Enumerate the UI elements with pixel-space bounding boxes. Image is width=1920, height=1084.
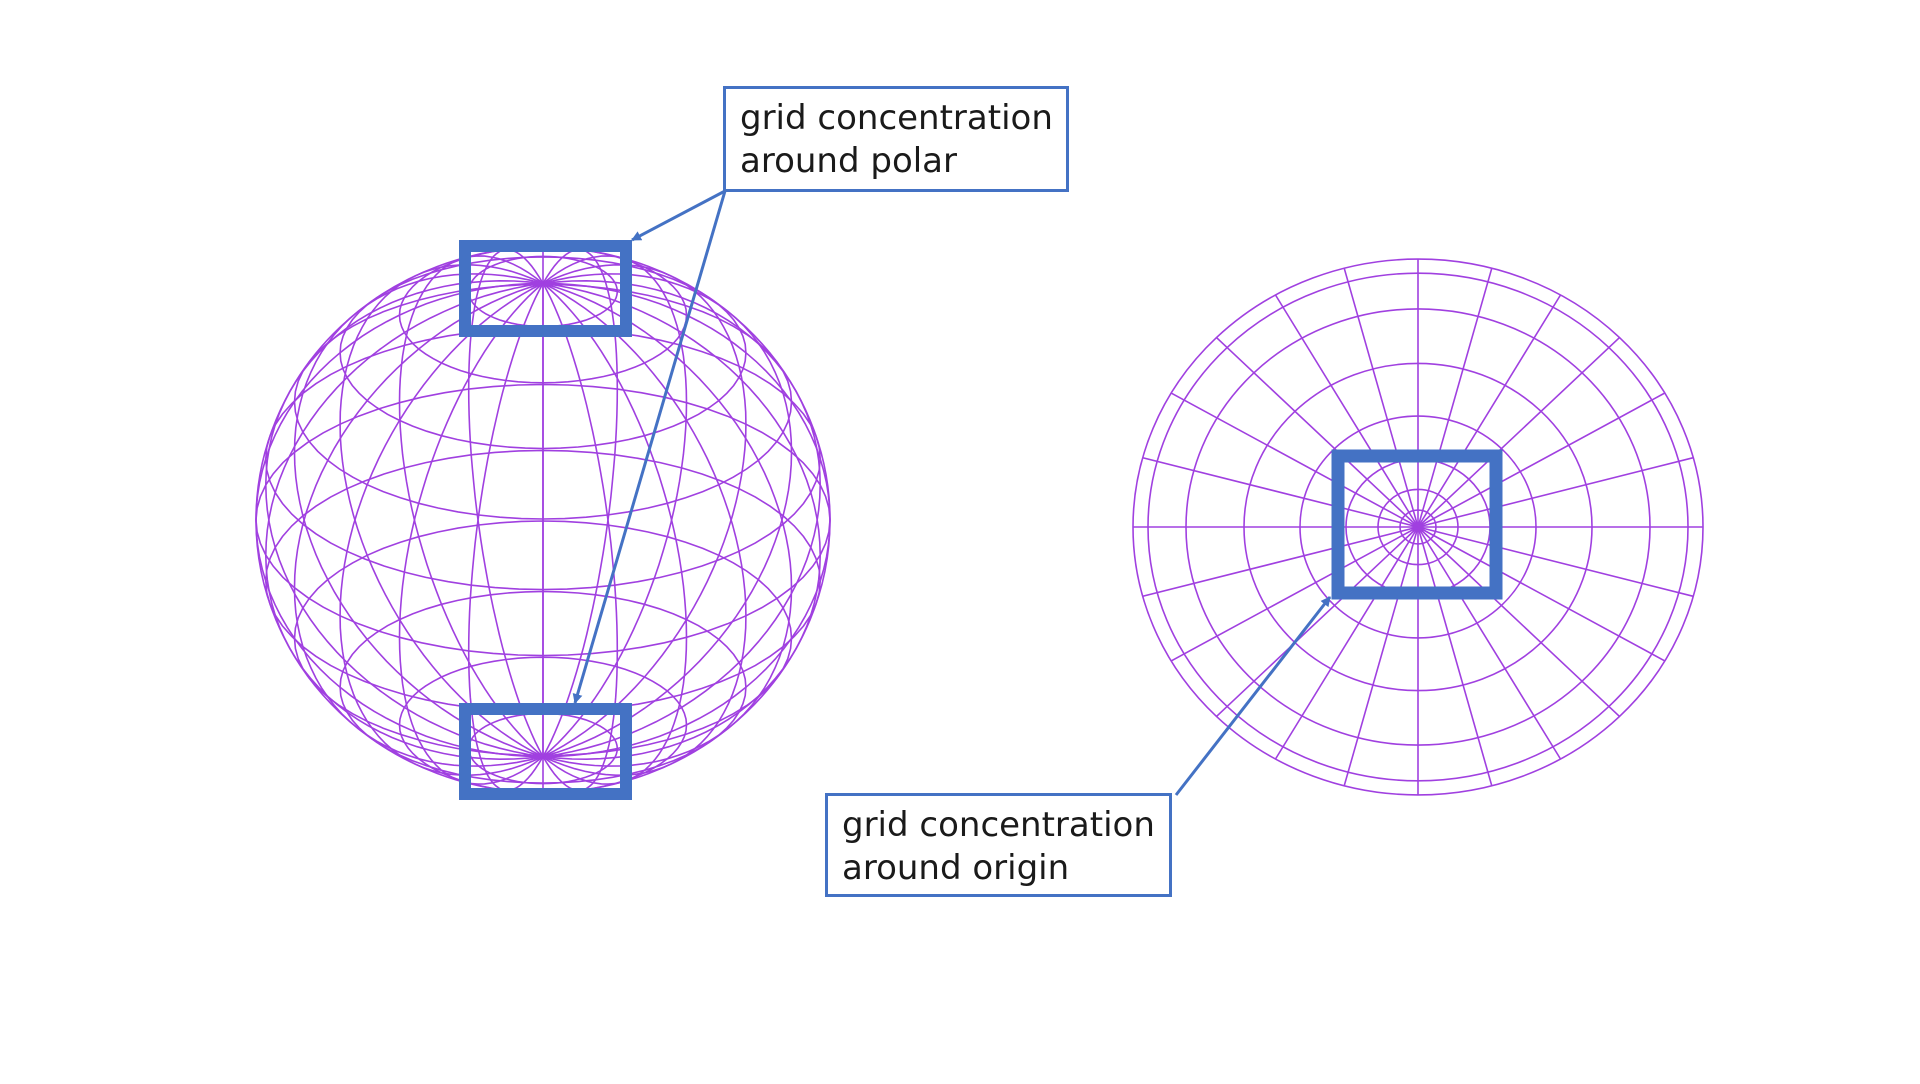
disk-spoke <box>1417 526 1562 760</box>
sphere-meridian <box>264 279 544 758</box>
disk-spoke <box>1170 392 1419 528</box>
disk-spoke <box>1343 526 1419 787</box>
sphere-meridian <box>264 282 544 761</box>
disk-spoke <box>1417 526 1666 662</box>
callout-polar-line1: grid concentration <box>740 98 1053 138</box>
callout-origin-line2: around origin <box>842 848 1070 888</box>
callout-polar-line2: around polar <box>740 141 957 181</box>
arrow-to-south-pole <box>572 190 727 704</box>
sphere-parallel <box>398 246 688 384</box>
sphere-meridian <box>542 279 822 758</box>
disk-spoke <box>1417 526 1493 787</box>
sphere-meridian <box>293 273 544 758</box>
sphere-parallel <box>339 590 747 784</box>
disk-spoke <box>1417 294 1562 528</box>
callout-origin-line1: grid concentration <box>842 805 1155 845</box>
callout-arrows <box>572 189 1332 796</box>
highlight-box-south-pole <box>459 703 632 800</box>
highlight-box-north-pole <box>459 240 632 337</box>
arrow-to-north-pole <box>631 189 726 242</box>
sphere-meridian <box>542 282 793 767</box>
disk-spoke <box>1274 526 1419 760</box>
sphere-parallel <box>255 383 831 657</box>
disk-spoke <box>1417 526 1694 598</box>
polar-disk-wireframe <box>1132 258 1704 796</box>
disk-spoke <box>1417 456 1694 528</box>
disk-spoke <box>1417 392 1666 528</box>
sphere-parallel <box>264 327 822 591</box>
disk-spoke <box>1215 337 1419 528</box>
sphere-meridian <box>293 282 544 767</box>
disk-spoke <box>1170 526 1419 662</box>
sphere-parallel <box>293 283 793 520</box>
disk-spoke <box>1274 294 1419 528</box>
highlight-box-origin <box>1331 449 1503 600</box>
callout-origin: grid concentration around origin <box>825 793 1172 897</box>
disk-spoke <box>1417 526 1621 717</box>
disk-spoke <box>1142 526 1419 598</box>
callout-polar: grid concentration around polar <box>723 86 1069 192</box>
disk-spoke <box>1343 267 1419 528</box>
arrow-to-origin <box>1174 596 1332 796</box>
highlight-boxes <box>459 240 1503 800</box>
disk-spoke <box>1142 456 1419 528</box>
disk-spoke <box>1417 267 1493 528</box>
disk-spoke <box>1417 337 1621 528</box>
sphere-meridian <box>542 282 822 761</box>
disk-spoke <box>1215 526 1419 717</box>
sphere-parallel <box>293 520 793 757</box>
